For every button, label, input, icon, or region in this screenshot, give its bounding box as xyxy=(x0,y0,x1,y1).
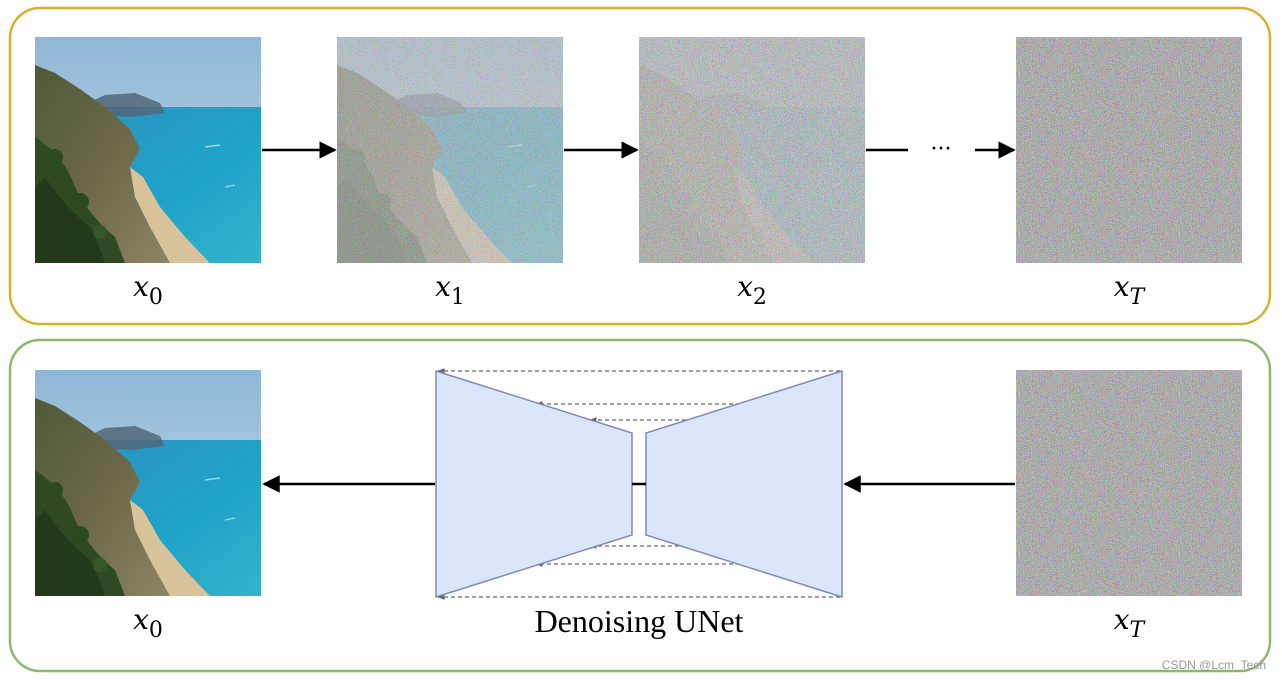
clean-image-x0 xyxy=(35,37,261,263)
label-output-x0: x0 xyxy=(133,603,163,643)
denoised-image-x0 xyxy=(35,370,261,596)
label-xT: xT xyxy=(1114,270,1147,310)
unet-encoder-block xyxy=(645,369,843,599)
watermark: CSDN @Lcm_Tech xyxy=(1162,658,1266,672)
input-noise-image-xT xyxy=(1016,370,1242,596)
label-x0: x0 xyxy=(133,270,163,310)
ellipsis: ··· xyxy=(931,137,952,162)
label-x1: x1 xyxy=(435,270,465,310)
denoising-unet xyxy=(435,368,843,600)
noisy-image-x2 xyxy=(639,37,865,263)
noise-image-xT xyxy=(1016,37,1242,263)
label-x2: x2 xyxy=(737,270,767,310)
noisy-image-x1 xyxy=(337,37,563,263)
unet-decoder-block xyxy=(435,369,633,599)
forward-process-frame xyxy=(8,6,1272,326)
unet-caption: Denoising UNet xyxy=(535,603,744,639)
label-input-xT: xT xyxy=(1114,603,1147,643)
reverse-process-frame xyxy=(8,338,1272,673)
